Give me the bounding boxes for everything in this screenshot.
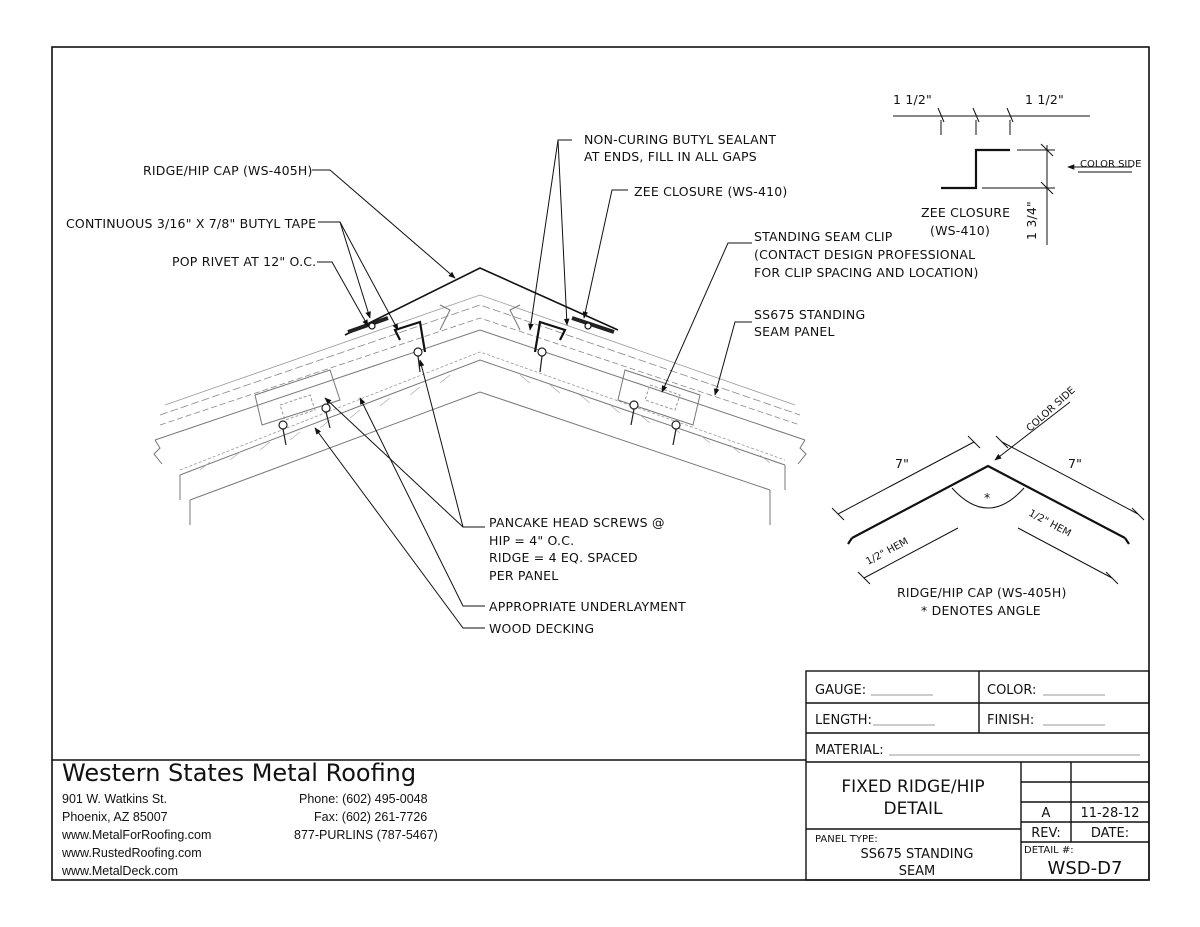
finish-label: FINISH:: [987, 713, 1034, 728]
company-address2: Phoenix, AZ 85007: [62, 810, 168, 824]
cap-color-side: COLOR SIDE: [1025, 385, 1078, 434]
cap-angle-mark: *: [984, 490, 990, 505]
cap-dim-right: 7": [1068, 456, 1082, 471]
date-label: DATE:: [1091, 826, 1129, 841]
callout-clip-line1: STANDING SEAM CLIP: [754, 229, 893, 244]
detail-number: WSD-D7: [1048, 858, 1123, 879]
sheet-border: [51, 46, 1150, 881]
rev-label: REV:: [1031, 826, 1060, 841]
screw-icon: [671, 420, 681, 446]
detail-title-line2: DETAIL: [883, 799, 943, 819]
company-web2: www.RustedRoofing.com: [61, 846, 202, 860]
panel-type-line1: SS675 STANDING: [861, 847, 974, 862]
screw-icon: [413, 347, 423, 373]
screw-icon: [629, 400, 639, 426]
callout-panel-line2: SEAM PANEL: [754, 324, 835, 339]
callout-pop-rivet: POP RIVET AT 12" O.C.: [172, 254, 316, 269]
zee-dim-left: 1 1/2": [893, 92, 932, 107]
company-web1: www.MetalForRoofing.com: [61, 828, 211, 842]
zee-dim-height: 1 3/4": [1024, 201, 1039, 240]
callout-clip-line3: FOR CLIP SPACING AND LOCATION): [754, 265, 979, 280]
ridge-cap-assembly: [344, 267, 619, 353]
gauge-label: GAUGE:: [815, 683, 866, 698]
zee-dim-right: 1 1/2": [1025, 92, 1064, 107]
callout-zee-closure: ZEE CLOSURE (WS-410): [634, 184, 787, 199]
color-label: COLOR:: [987, 683, 1036, 698]
panel-type-line2: SEAM: [899, 864, 936, 879]
length-label: LENGTH:: [815, 713, 872, 728]
cap-label-line2: * DENOTES ANGLE: [921, 603, 1041, 618]
screw-icon: [321, 403, 331, 429]
company-phone: Phone: (602) 495-0048: [299, 792, 428, 806]
callout-screws-line1: PANCAKE HEAD SCREWS @: [489, 515, 665, 530]
callout-ridge-cap: RIDGE/HIP CAP (WS-405H): [143, 163, 313, 178]
zee-label-line1: ZEE CLOSURE: [921, 205, 1010, 220]
callout-underlayment: APPROPRIATE UNDERLAYMENT: [489, 599, 686, 614]
callout-screws-line4: PER PANEL: [489, 568, 558, 583]
cap-hem-left: 1/2" HEM: [864, 536, 910, 567]
company-web3: www.MetalDeck.com: [61, 864, 178, 878]
cap-hem-right: 1/2" HEM: [1027, 508, 1073, 539]
material-label: MATERIAL:: [815, 743, 884, 758]
callout-sealant-line1: NON-CURING BUTYL SEALANT: [584, 132, 776, 147]
company-address1: 901 W. Watkins St.: [62, 792, 167, 806]
callout-decking: WOOD DECKING: [489, 621, 594, 636]
callout-clip-line2: (CONTACT DESIGN PROFESSIONAL: [754, 247, 975, 262]
zee-closure-detail: [893, 107, 1132, 245]
company-name: Western States Metal Roofing: [62, 759, 416, 787]
screw-icon: [278, 420, 288, 446]
callout-screws-line3: RIDGE = 4 EQ. SPACED: [489, 550, 638, 565]
detail-number-label: DETAIL #:: [1024, 845, 1074, 856]
panel-type-label: PANEL TYPE:: [815, 834, 878, 845]
date-value: 11-28-12: [1080, 806, 1139, 821]
callout-butyl-tape: CONTINUOUS 3/16" X 7/8" BUTYL TAPE: [66, 216, 316, 231]
ridge-cap-detail: [831, 401, 1145, 585]
detail-title-line1: FIXED RIDGE/HIP: [841, 777, 984, 797]
leader-lines: [312, 139, 752, 629]
zee-label-line2: (WS-410): [930, 223, 990, 238]
cap-label-line1: RIDGE/HIP CAP (WS-405H): [897, 585, 1067, 600]
ridge-section-drawing: [153, 294, 807, 525]
title-block: [805, 670, 1150, 881]
title-block-blanks: [871, 694, 1140, 756]
screws: [278, 347, 681, 446]
callout-panel-line1: SS675 STANDING: [754, 307, 865, 322]
screw-icon: [537, 347, 547, 373]
zee-color-side: COLOR SIDE: [1080, 159, 1141, 170]
company-tollfree: 877-PURLINS (787-5467): [294, 828, 438, 842]
callout-sealant-line2: AT ENDS, FILL IN ALL GAPS: [584, 149, 757, 164]
company-fax: Fax: (602) 261-7726: [314, 810, 427, 824]
cap-dim-left: 7": [895, 456, 909, 471]
rev-value: A: [1042, 806, 1051, 821]
callout-screws-line2: HIP = 4" O.C.: [489, 533, 574, 548]
